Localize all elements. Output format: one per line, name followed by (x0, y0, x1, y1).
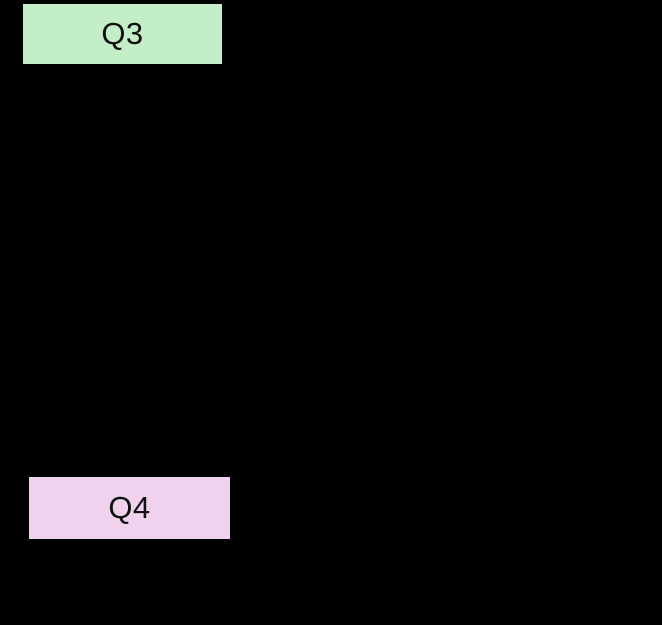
quarter-label-q3: Q3 (101, 15, 144, 51)
quarter-box-q3: Q3 (23, 4, 222, 64)
quarter-box-q4: Q4 (29, 477, 230, 539)
quarter-label-q4: Q4 (108, 489, 151, 525)
